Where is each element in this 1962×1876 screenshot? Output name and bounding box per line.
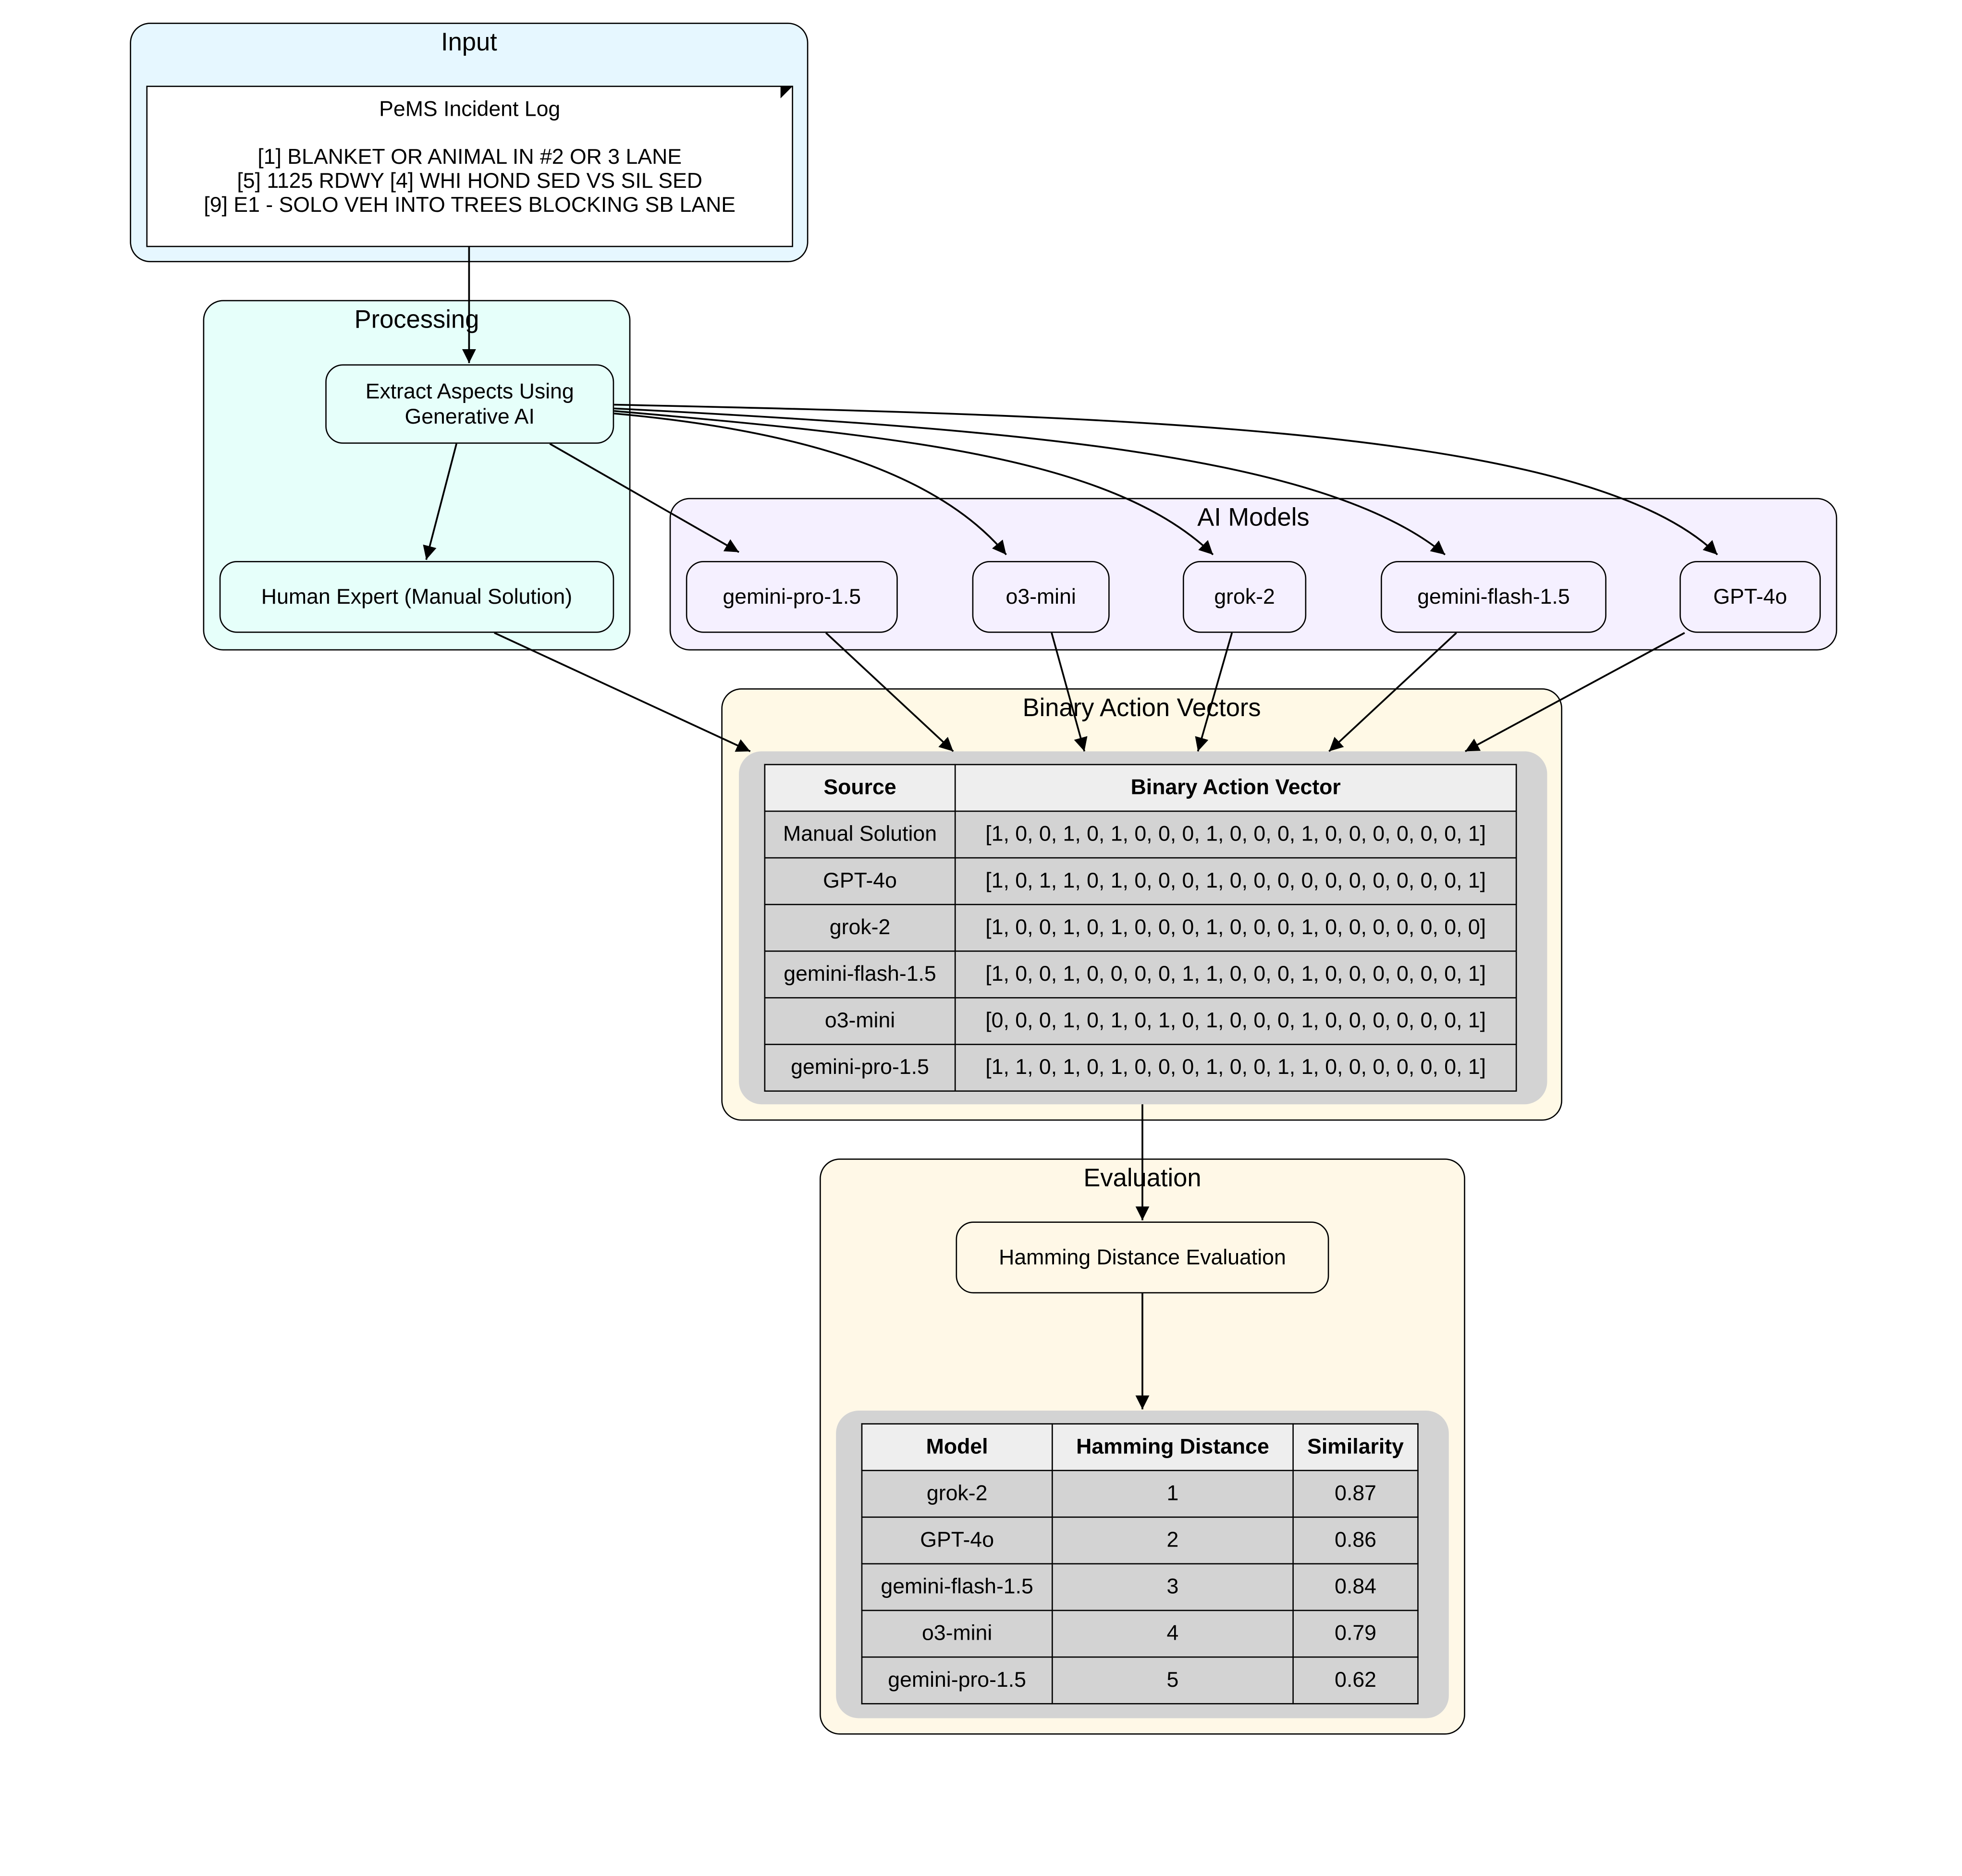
table-row: gemini-flash-1.5 3 0.84 [861, 1563, 1419, 1611]
edge-gemini-pro-to-vectors [825, 632, 954, 752]
model-node-gemini-pro-1-5[interactable]: gemini-pro-1.5 [686, 560, 898, 633]
edge-grok-2-to-vectors [1195, 633, 1233, 752]
table-cell: GPT-4o [764, 857, 956, 905]
table-cell: [1, 1, 0, 1, 0, 1, 0, 0, 0, 1, 0, 0, 1, … [954, 1044, 1517, 1092]
table-cell: o3-mini [861, 1609, 1053, 1658]
incident-log-title: PeMS Incident Log [379, 97, 561, 121]
table-cell: 0.79 [1292, 1609, 1419, 1658]
table-cell: [1, 0, 0, 1, 0, 0, 0, 0, 1, 1, 0, 0, 0, … [954, 950, 1517, 999]
incident-log-line: [1] BLANKET OR ANIMAL IN #2 OR 3 LANE [258, 145, 682, 169]
table-cell: 4 [1051, 1609, 1294, 1658]
hamming-evaluation-node[interactable]: Hamming Distance Evaluation [956, 1221, 1329, 1293]
table-cell: [1, 0, 1, 1, 0, 1, 0, 0, 0, 1, 0, 0, 0, … [954, 857, 1517, 905]
table-cell: 0.87 [1292, 1470, 1419, 1518]
model-label: gemini-pro-1.5 [723, 584, 861, 609]
table-header-row: Model Hamming Distance Similarity [861, 1423, 1419, 1472]
table-row: GPT-4o 2 0.86 [861, 1516, 1419, 1565]
table-cell: GPT-4o [861, 1516, 1053, 1565]
incident-log-line: [5] 1125 RDWY [4] WHI HOND SED VS SIL SE… [237, 169, 703, 193]
human-expert-label: Human Expert (Manual Solution) [261, 584, 573, 609]
table-cell: 2 [1051, 1516, 1294, 1565]
table-header: Source [764, 764, 956, 812]
edge-extract-to-o3-mini [614, 413, 1007, 556]
table-row: GPT-4o [1, 0, 1, 1, 0, 1, 0, 0, 0, 1, 0,… [764, 857, 1517, 905]
table-row: gemini-pro-1.5 [1, 1, 0, 1, 0, 1, 0, 0, … [764, 1044, 1517, 1092]
hamming-evaluation-label: Hamming Distance Evaluation [999, 1244, 1286, 1269]
table-row: o3-mini [0, 0, 0, 1, 0, 1, 0, 1, 0, 1, 0… [764, 997, 1517, 1045]
table-cell: gemini-pro-1.5 [764, 1044, 956, 1092]
edge-o3-mini-to-vectors [1051, 633, 1088, 752]
table-cell: Manual Solution [764, 810, 956, 859]
table-cell: grok-2 [861, 1470, 1053, 1518]
table-row: Manual Solution [1, 0, 0, 1, 0, 1, 0, 0,… [764, 810, 1517, 859]
table-cell: gemini-pro-1.5 [861, 1656, 1053, 1705]
edge-human-to-vectors [494, 632, 751, 752]
table-header: Model [861, 1423, 1053, 1472]
table-cell: grok-2 [764, 903, 956, 952]
edge-gemini-flash-to-vectors [1328, 632, 1457, 752]
table-row: gemini-flash-1.5 [1, 0, 0, 1, 0, 0, 0, 0… [764, 950, 1517, 999]
table-cell: 0.84 [1292, 1563, 1419, 1611]
results-table: Model Hamming Distance Similarity grok-2… [861, 1423, 1419, 1705]
table-cell: 3 [1051, 1563, 1294, 1611]
processing-cluster-title: Processing [354, 306, 479, 334]
table-cell: 0.86 [1292, 1516, 1419, 1565]
model-node-gpt-4o[interactable]: GPT-4o [1680, 560, 1821, 633]
table-row: grok-2 [1, 0, 0, 1, 0, 1, 0, 0, 0, 1, 0,… [764, 903, 1517, 952]
vectors-cluster-title: Binary Action Vectors [1022, 694, 1261, 722]
table-cell: [1, 0, 0, 1, 0, 1, 0, 0, 0, 1, 0, 0, 0, … [954, 903, 1517, 952]
edge-extract-to-human [423, 443, 457, 560]
table-cell: [1, 0, 0, 1, 0, 1, 0, 0, 0, 1, 0, 0, 0, … [954, 810, 1517, 859]
model-node-o3-mini[interactable]: o3-mini [972, 560, 1110, 633]
table-cell: 0.62 [1292, 1656, 1419, 1705]
vector-table: Source Binary Action Vector Manual Solut… [764, 764, 1517, 1092]
table-row: o3-mini 4 0.79 [861, 1609, 1419, 1658]
edge-extract-to-gemini-flash [614, 407, 1446, 556]
model-label: gemini-flash-1.5 [1417, 584, 1570, 609]
model-node-grok-2[interactable]: grok-2 [1182, 560, 1307, 633]
table-cell: 5 [1051, 1656, 1294, 1705]
results-table-container: Model Hamming Distance Similarity grok-2… [836, 1411, 1449, 1718]
edge-extract-to-gemini-pro [549, 443, 739, 553]
edge-gpt-4o-to-vectors [1465, 632, 1685, 752]
edge-extract-to-gpt-4o [614, 403, 1718, 556]
table-header: Similarity [1292, 1423, 1419, 1472]
incident-log-line: [9] E1 - SOLO VEH INTO TREES BLOCKING SB… [204, 193, 736, 217]
extract-aspects-node[interactable]: Extract Aspects Using Generative AI [325, 364, 614, 444]
edge-extract-to-grok-2 [614, 410, 1214, 556]
table-cell: o3-mini [764, 997, 956, 1045]
extract-aspects-label: Extract Aspects Using Generative AI [365, 378, 574, 428]
human-expert-node[interactable]: Human Expert (Manual Solution) [219, 560, 614, 633]
vector-table-container: Source Binary Action Vector Manual Solut… [739, 751, 1547, 1105]
table-cell: [0, 0, 0, 1, 0, 1, 0, 1, 0, 1, 0, 0, 0, … [954, 997, 1517, 1045]
model-label: grok-2 [1214, 584, 1275, 609]
model-label: o3-mini [1006, 584, 1076, 609]
table-row: gemini-pro-1.5 5 0.62 [861, 1656, 1419, 1705]
incident-log-note: PeMS Incident Log [1] BLANKET OR ANIMAL … [146, 85, 793, 247]
table-header: Binary Action Vector [954, 764, 1517, 812]
table-header-row: Source Binary Action Vector [764, 764, 1517, 812]
input-cluster-title: Input [441, 29, 497, 57]
model-label: GPT-4o [1713, 584, 1787, 609]
table-cell: 1 [1051, 1470, 1294, 1518]
table-row: grok-2 1 0.87 [861, 1470, 1419, 1518]
model-node-gemini-flash-1-5[interactable]: gemini-flash-1.5 [1381, 560, 1606, 633]
table-header: Hamming Distance [1051, 1423, 1294, 1472]
models-cluster-title: AI Models [1197, 504, 1310, 532]
table-cell: gemini-flash-1.5 [861, 1563, 1053, 1611]
table-cell: gemini-flash-1.5 [764, 950, 956, 999]
